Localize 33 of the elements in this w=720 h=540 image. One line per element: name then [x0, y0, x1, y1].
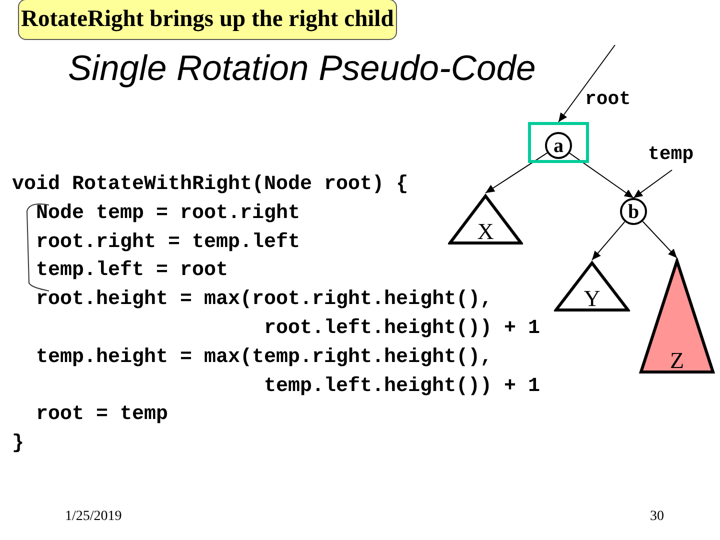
callout-box — [18, 0, 397, 40]
code-line: root.right = temp.left — [36, 230, 300, 255]
arrow — [569, 152, 634, 198]
node-label: a — [554, 136, 564, 156]
code-line: temp.left = root — [36, 259, 228, 284]
node-label: Y — [582, 289, 602, 309]
arrow — [642, 220, 678, 258]
tree-node-circle — [545, 132, 572, 159]
arrow — [485, 152, 548, 194]
node-label: b — [628, 202, 640, 222]
code-line: root = temp — [36, 403, 168, 428]
edge-label: temp — [648, 144, 694, 164]
callout-text: RotateRight brings up the right child — [21, 6, 394, 32]
arrow — [558, 44, 616, 122]
arrow — [592, 221, 626, 260]
slide-title: Single Rotation Pseudo-Code — [68, 48, 536, 88]
node-label: Z — [668, 351, 686, 371]
subtree-triangle — [639, 258, 715, 374]
page-number: 30 — [650, 509, 664, 525]
date-text: 1/25/2019 — [65, 509, 122, 525]
code-line: root.left.height()) + 1 — [264, 317, 540, 341]
tree-node-circle — [620, 198, 647, 225]
subtree-triangle — [554, 260, 630, 312]
arrow — [633, 170, 672, 198]
node-label: X — [476, 222, 495, 242]
code-line: root.height = max(root.right.height(), — [36, 288, 492, 312]
code-line: Node temp = root.right — [36, 202, 300, 226]
subtree-triangle — [448, 193, 523, 245]
code-line: temp.left.height()) + 1 — [264, 374, 540, 399]
code-line: } — [12, 432, 24, 456]
highlight-box — [528, 122, 589, 163]
code-line: temp.height = max(temp.right.height(), — [36, 346, 492, 370]
code-line: void RotateWithRight(Node root) { — [12, 173, 408, 197]
